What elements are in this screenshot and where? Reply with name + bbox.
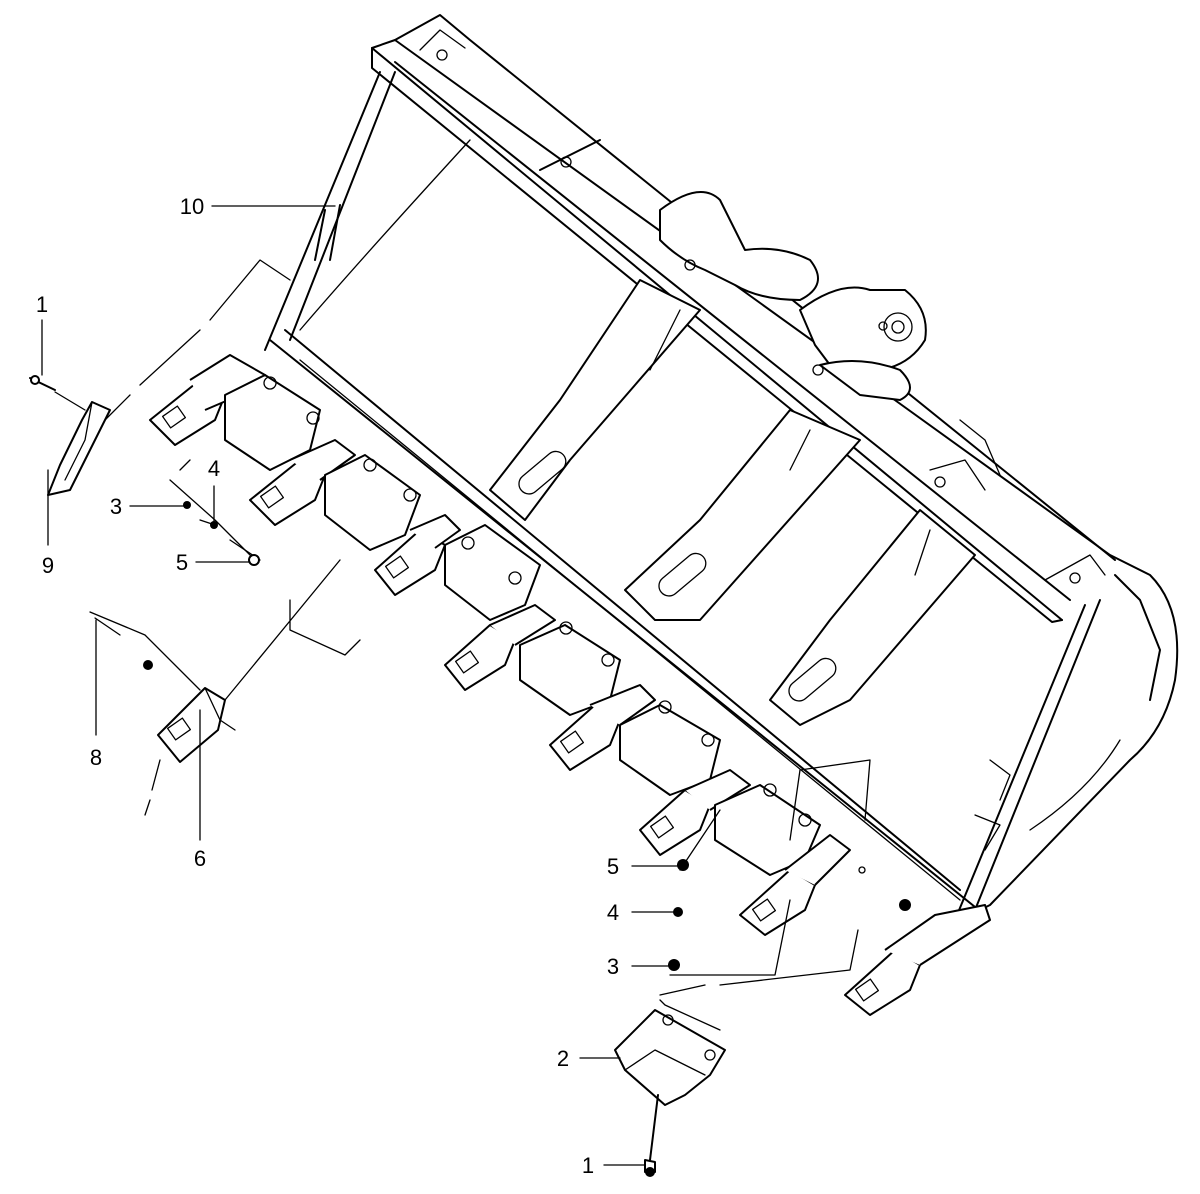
callout-1-left: 1 (36, 292, 48, 317)
callout-5-right: 5 (607, 854, 619, 879)
callout-4-left: 4 (208, 456, 220, 481)
callout-3-right: 3 (607, 954, 619, 979)
callout-6: 6 (194, 846, 206, 871)
leader-lines (41, 205, 681, 1166)
callout-4-right: 4 (607, 900, 619, 925)
loose-parts (29, 259, 871, 1177)
tooth-row (149, 354, 991, 1016)
callout-10: 10 (180, 194, 204, 219)
callout-1-bottom: 1 (582, 1153, 594, 1178)
callout-3-left: 3 (110, 494, 122, 519)
callout-5-left: 5 (176, 550, 188, 575)
callout-2: 2 (557, 1046, 569, 1071)
loader-bucket (264, 14, 1179, 986)
callout-8: 8 (90, 745, 102, 770)
callout-9: 9 (42, 553, 54, 578)
callout-labels: 1 9 10 3 4 5 8 6 5 4 3 2 1 (36, 194, 619, 1178)
